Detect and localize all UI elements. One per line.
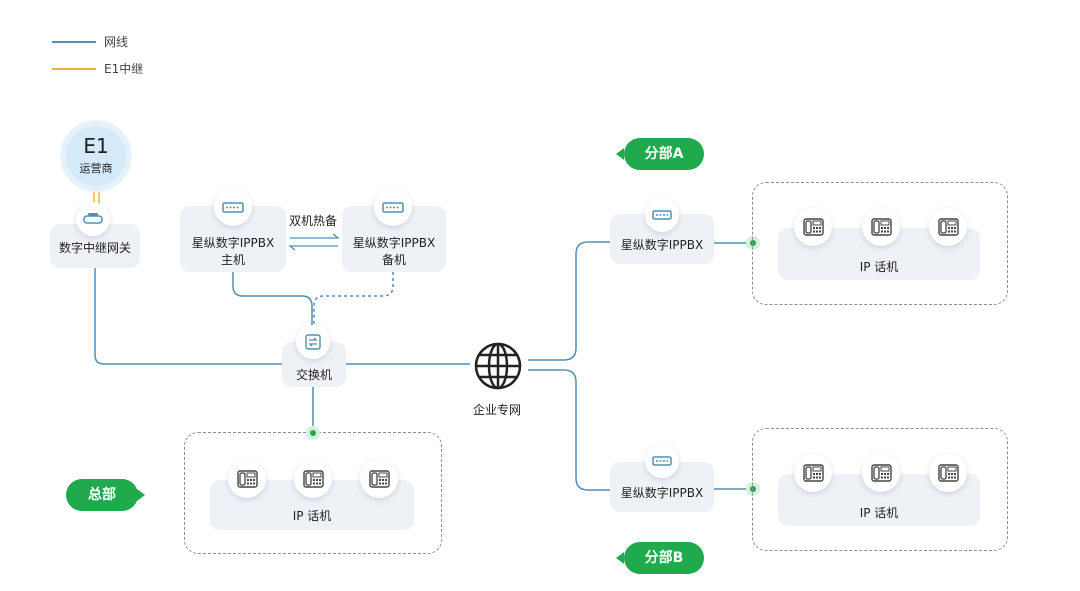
switch-label: 交换机 [295, 368, 332, 382]
branch-b-tag-label: 分部B [644, 550, 684, 566]
gateway-label: 数字中继网关 [58, 241, 131, 255]
switch-icon [296, 325, 330, 359]
branch-a-tag: 分部A [624, 138, 704, 170]
branch-b-tag-pointer [616, 552, 624, 564]
phone-icon[interactable] [929, 454, 967, 492]
backup-switch-line [313, 272, 394, 325]
phone-icon[interactable] [794, 454, 832, 492]
hq-phones-label: IP 话机 [292, 509, 332, 523]
branch-b-tag: 分部B [624, 542, 704, 574]
network-label: 企业专网 [473, 403, 522, 417]
phone-icon[interactable] [360, 460, 398, 498]
branch-b-pbx-icon [645, 444, 679, 478]
pbx-primary-line1: 星纵数字IPPBX [191, 236, 275, 250]
branch-a-tag-label: 分部A [644, 146, 684, 162]
branch-b-phone-group [752, 428, 1008, 551]
branch-a-phones-label: IP 话机 [859, 260, 899, 274]
branch-a-pbx-icon [645, 198, 679, 232]
legend-network-line [52, 41, 96, 43]
hq-connector-dot [306, 426, 320, 440]
gateway-icon [76, 202, 110, 236]
gateway-switch-line [94, 268, 282, 365]
pbx-backup-icon [374, 188, 412, 226]
branch-a-pbx-label: 星纵数字IPPBX [620, 238, 704, 252]
phone-icon[interactable] [862, 208, 900, 246]
hot-standby-label: 双机热备 [289, 214, 338, 228]
pbx-primary-icon [214, 188, 252, 226]
branch-b-phones-label: IP 话机 [859, 506, 899, 520]
branch-a-tag-pointer [616, 148, 624, 160]
phone-icon[interactable] [228, 460, 266, 498]
legend-e1-line [52, 68, 96, 70]
pbx-backup-line1: 星纵数字IPPBX [352, 236, 436, 250]
branch-b-connector-dot [746, 482, 760, 496]
legend-network-label: 网线 [104, 35, 129, 49]
hq-tag-label: 总部 [88, 487, 116, 503]
branch-a-pbx[interactable]: 星纵数字IPPBX [610, 214, 714, 264]
phone-icon[interactable] [862, 454, 900, 492]
branch-b-pbx-label: 星纵数字IPPBX [620, 486, 704, 500]
standby-arrow-right [290, 233, 340, 239]
branch-a-phone-group [752, 182, 1008, 305]
e1-subtitle: 运营商 [79, 162, 113, 175]
hq-tag-pointer [137, 489, 145, 501]
pbx-backup-line2: 备机 [381, 253, 406, 267]
network-branch-a-line [528, 241, 612, 361]
phone-icon[interactable] [929, 208, 967, 246]
branch-a-connector-dot [746, 236, 760, 250]
standby-arrow-left [288, 245, 338, 251]
pbx-primary-line2: 主机 [220, 253, 245, 267]
e1-carrier: E1 运营商 [60, 120, 132, 192]
primary-switch-line [232, 272, 313, 325]
e1-title: E1 [83, 134, 109, 158]
phone-icon[interactable] [294, 460, 332, 498]
legend-e1-label: E1中继 [104, 62, 144, 76]
globe-icon [472, 340, 524, 392]
network-branch-b-line [528, 369, 612, 491]
phone-icon[interactable] [794, 208, 832, 246]
hq-tag: 总部 [66, 479, 138, 511]
